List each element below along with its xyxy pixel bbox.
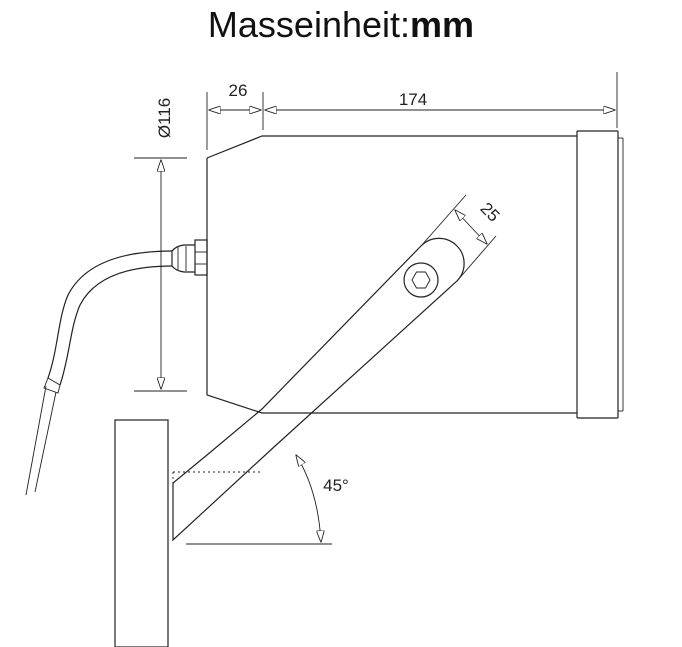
hex-screw bbox=[403, 262, 439, 298]
dimension-174: 174 bbox=[265, 72, 618, 128]
dimension-174-label: 174 bbox=[399, 90, 427, 109]
drawing-title: Masseinheit:mm bbox=[0, 4, 682, 46]
dimension-26: 26 bbox=[206, 81, 264, 150]
dimension-angle-label: 45° bbox=[323, 476, 349, 495]
dimension-angle: 45° bbox=[186, 455, 349, 545]
dimension-diameter-label: Ø116 bbox=[155, 98, 174, 138]
title-unit: mm bbox=[410, 4, 475, 45]
dimension-26-label: 26 bbox=[229, 81, 248, 100]
lamp-body bbox=[206, 135, 577, 414]
mounting-bracket bbox=[172, 237, 465, 542]
title-label: Masseinheit: bbox=[207, 4, 411, 45]
dimension-diameter: Ø116 bbox=[134, 98, 187, 392]
dimension-25-label: 25 bbox=[477, 199, 504, 226]
front-bezel bbox=[576, 130, 624, 419]
cable-gland bbox=[171, 239, 208, 276]
cable bbox=[25, 250, 173, 496]
mounting-post bbox=[114, 419, 169, 647]
